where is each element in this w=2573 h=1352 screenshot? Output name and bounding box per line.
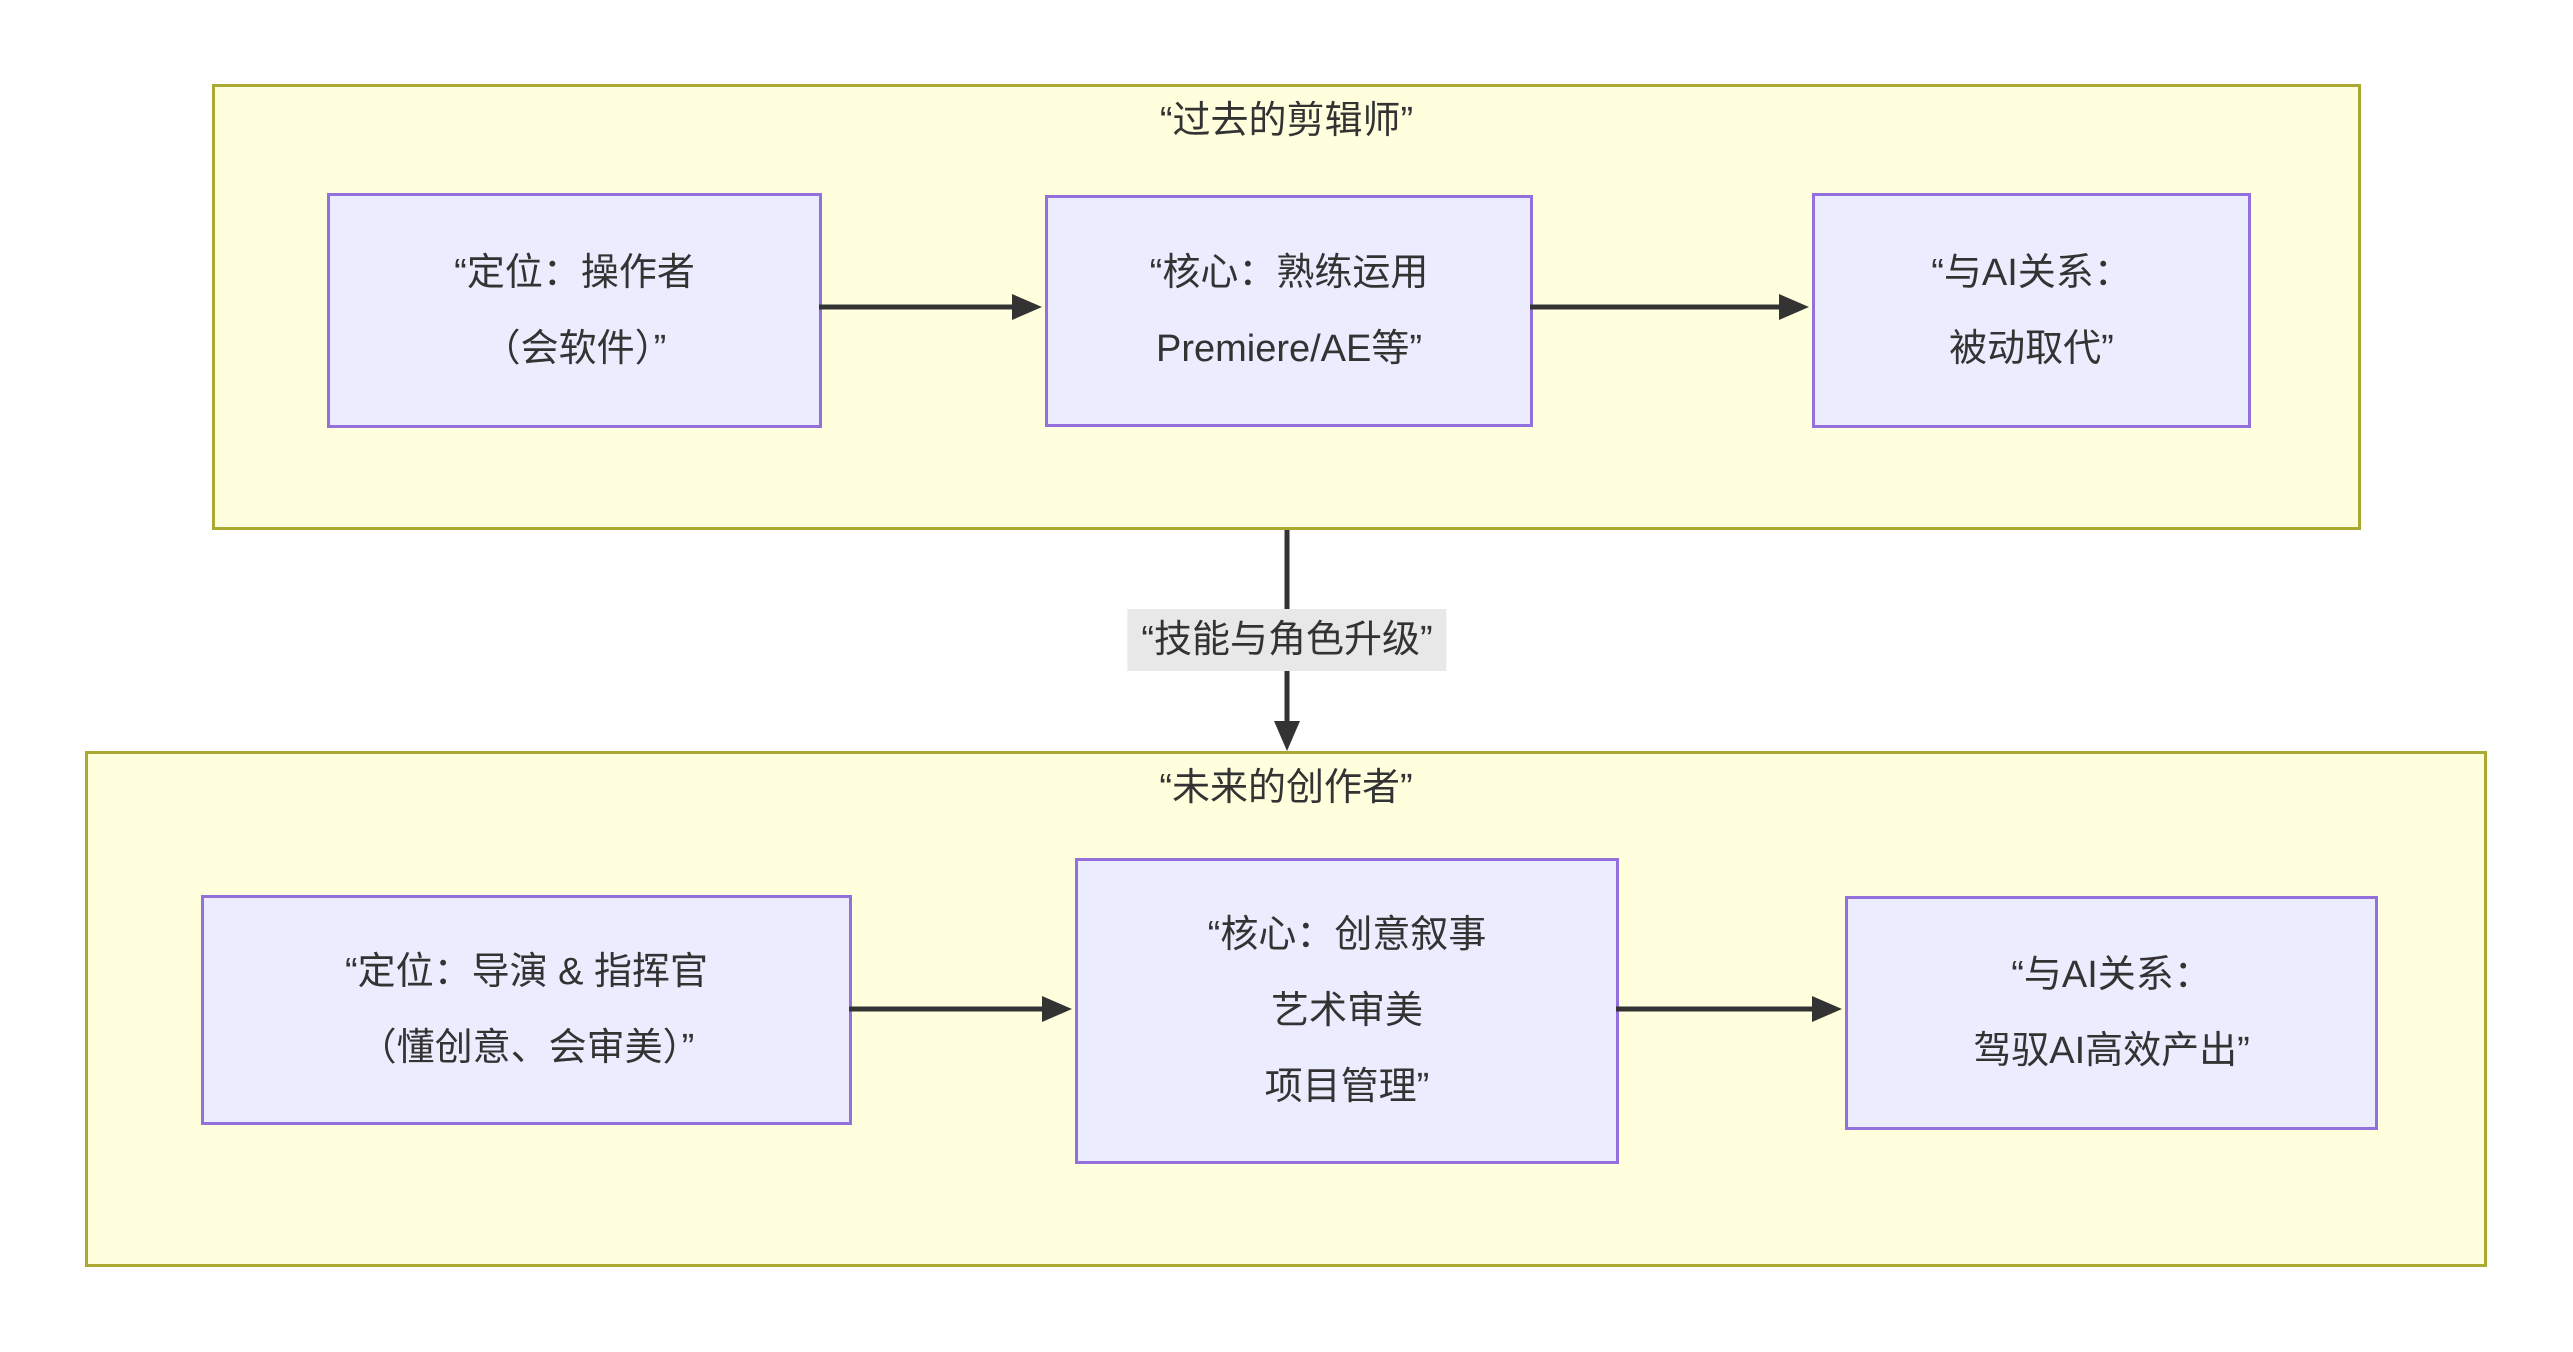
node-text-line: “与AI关系： bbox=[1931, 251, 2132, 294]
node-future-position: “定位：导演 & 指挥官 （懂创意、会审美）” bbox=[201, 895, 852, 1125]
cluster-future-creator: “未来的创作者” “定位：导演 & 指挥官 （懂创意、会审美）” “核心：创意叙… bbox=[85, 751, 2487, 1267]
node-past-ai-relation: “与AI关系： 被动取代” bbox=[1812, 193, 2251, 428]
node-text-line: （会软件）” bbox=[482, 327, 667, 370]
node-text-line: “定位：操作者 bbox=[454, 251, 695, 294]
edge-label-upgrade: “技能与角色升级” bbox=[1127, 609, 1447, 671]
cluster-past-title: “过去的剪辑师” bbox=[1159, 100, 1414, 142]
cluster-past-editor: “过去的剪辑师” “定位：操作者 （会软件）” “核心：熟练运用 Premier… bbox=[212, 84, 2361, 530]
node-text-line: “核心：熟练运用 bbox=[1149, 252, 1429, 294]
node-text-line: “与AI关系： bbox=[2011, 954, 2212, 996]
node-text-line: “核心：创意叙事 bbox=[1207, 914, 1487, 956]
node-text-line: 艺术审美 bbox=[1270, 990, 1423, 1032]
cluster-future-title: “未来的创作者” bbox=[1159, 767, 1413, 809]
node-future-core: “核心：创意叙事 艺术审美 项目管理” bbox=[1075, 858, 1619, 1164]
node-text-line: “定位：导演 & 指挥官 bbox=[344, 951, 709, 993]
node-text-line: 被动取代” bbox=[1949, 327, 2114, 370]
node-past-position: “定位：操作者 （会软件）” bbox=[327, 193, 822, 428]
node-past-core: “核心：熟练运用 Premiere/AE等” bbox=[1045, 195, 1533, 427]
node-text-line: Premiere/AE等” bbox=[1155, 328, 1423, 370]
node-future-ai-relation: “与AI关系： 驾驭AI高效产出” bbox=[1845, 896, 2378, 1130]
node-text-line: 项目管理” bbox=[1264, 1066, 1430, 1108]
node-text-line: 驾驭AI高效产出” bbox=[1973, 1030, 2250, 1072]
node-text-line: （懂创意、会审美）” bbox=[358, 1027, 695, 1069]
